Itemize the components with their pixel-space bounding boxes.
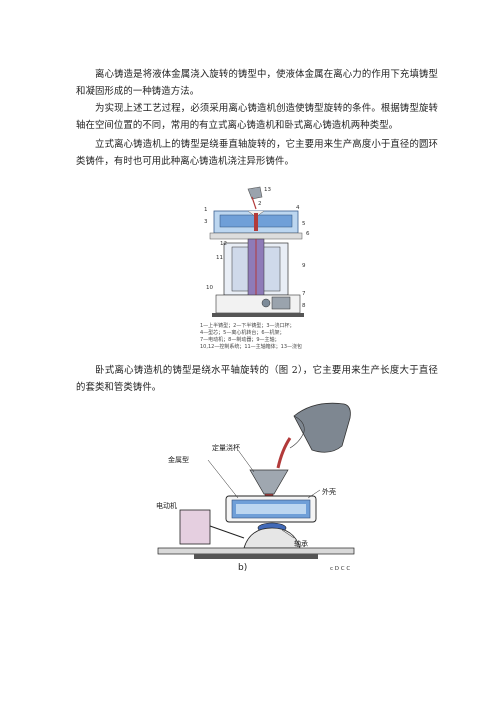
fig1-label-1: 1 [204, 207, 208, 213]
fig2-corner-text: c D C C [330, 566, 350, 572]
fig1-label-3: 3 [204, 219, 208, 225]
fig1-label-10: 10 [206, 285, 213, 291]
fig1-caption-line-4: 10,12—控制系统；11—主轴箱体；13—浇包 [200, 343, 302, 350]
fig1-caption-line-1: 1—上半铸型；2—下半铸型；3—浇口杯； [200, 322, 295, 329]
fig1-label-2: 2 [258, 201, 262, 207]
fig1-label-7: 7 [302, 291, 306, 297]
fig2-label-shell: 外壳 [322, 487, 336, 496]
paragraph-intro-text: 离心铸造是将液体金属浇入旋转的铸型中，使液体金属在离心力的作用下充填铸型和凝固形… [76, 69, 438, 97]
paragraph-machine-types: 为实现上述工艺过程，必须采用离心铸造机创造使铸型旋转的条件。根据铸型旋转轴在空间… [76, 100, 438, 134]
fig1-label-11: 11 [216, 255, 223, 261]
paragraph-horizontal-machine: 卧式离心铸造机的铸型是绕水平轴旋转的（图 2），它主要用来生产长度大于直径的套类… [76, 362, 438, 396]
fig1-label-8: 8 [302, 303, 306, 309]
figure-vertical-centrifugal-machine: 13 1 2 3 4 5 6 12 11 10 7 8 9 1—上半铸型；2—下… [200, 186, 310, 350]
paragraph-vertical-machine: 立式离心铸造机上的铸型是绕垂直轴旋转的，它主要用来生产高度小于直径的圆环类铸件，… [76, 136, 438, 170]
fig2-label-bearing: 轴承 [294, 539, 308, 548]
fig1-label-9: 9 [302, 263, 306, 269]
paragraph-horizontal-machine-text: 卧式离心铸造机的铸型是绕水平轴旋转的（图 2），它主要用来生产长度大于直径的套类… [76, 365, 438, 393]
fig1-label-12: 12 [220, 241, 227, 247]
figure-horizontal-centrifugal-machine: 金属型 定量浇杯 外壳 电动机 轴承 b) c D C C [156, 402, 355, 573]
paragraph-vertical-machine-text: 立式离心铸造机上的铸型是绕垂直轴旋转的，它主要用来生产高度小于直径的圆环类铸件，… [76, 139, 438, 167]
fig1-label-13: 13 [264, 187, 271, 193]
fig1-caption-line-3: 7—电动机；8—制动器；9—主轴； [200, 336, 280, 343]
fig2-sublabel: b) [238, 563, 247, 573]
fig1-label-4: 4 [296, 205, 300, 211]
fig2-label-mold: 金属型 [168, 455, 189, 464]
fig1-label-6: 6 [306, 231, 310, 237]
fig2-label-pour-cup: 定量浇杯 [212, 443, 240, 452]
fig1-caption-line-2: 4—型芯；5—离心机转台；6—机架； [200, 329, 285, 336]
fig1-label-5: 5 [302, 221, 306, 227]
paragraph-machine-types-text: 为实现上述工艺过程，必须采用离心铸造机创造使铸型旋转的条件。根据铸型旋转轴在空间… [76, 103, 438, 131]
fig2-label-motor: 电动机 [156, 501, 177, 510]
paragraph-intro: 离心铸造是将液体金属浇入旋转的铸型中，使液体金属在离心力的作用下充填铸型和凝固形… [76, 66, 438, 100]
